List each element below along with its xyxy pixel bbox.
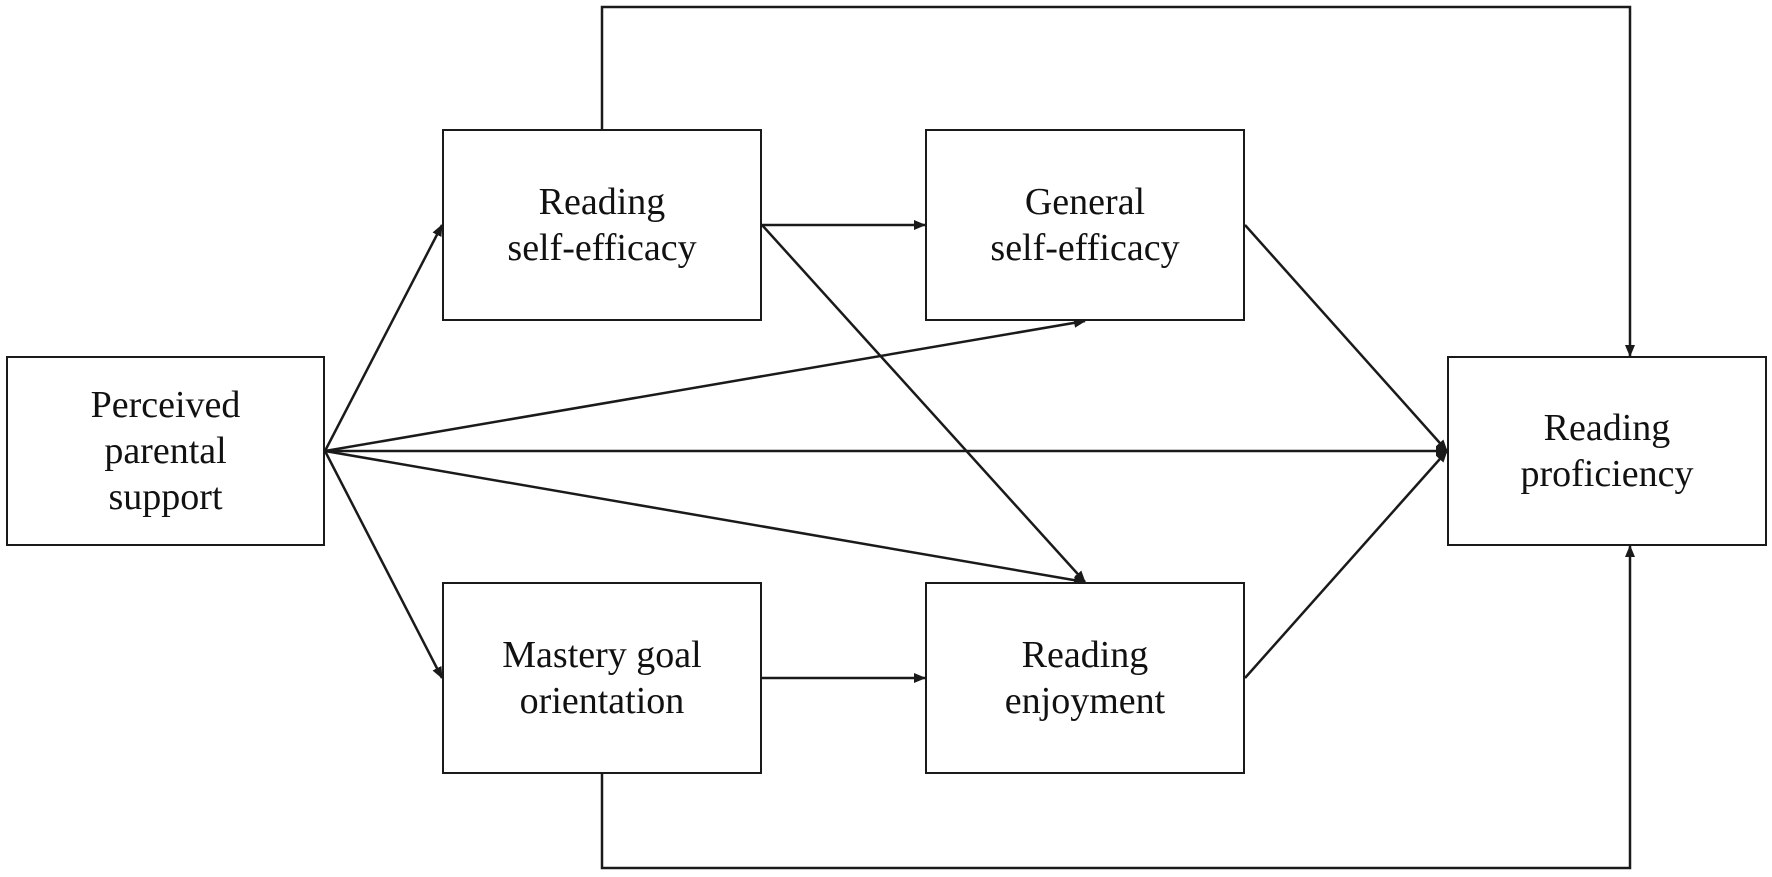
node-reading-enjoyment: Reading enjoyment <box>925 582 1245 774</box>
node-label-reading-self-efficacy: Reading self-efficacy <box>507 181 697 269</box>
node-reading-self-efficacy: Reading self-efficacy <box>442 129 762 321</box>
edge-perceived-parental-support-to-reading-self-efficacy <box>323 224 444 452</box>
node-mastery-goal-orientation: Mastery goal orientation <box>442 582 762 774</box>
node-label-reading-proficiency: Reading proficiency <box>1520 407 1694 495</box>
edge-mastery-goal-orientation-to-reading-proficiency <box>600 545 1635 870</box>
node-label-perceived-parental-support: Perceived parental support <box>90 384 241 518</box>
node-label-mastery-goal-orientation: Mastery goal orientation <box>502 634 702 722</box>
edge-perceived-parental-support-to-mastery-goal-orientation <box>323 450 444 679</box>
edge-perceived-parental-support-to-general-self-efficacy <box>324 317 1086 453</box>
node-reading-proficiency: Reading proficiency <box>1447 356 1767 546</box>
node-general-self-efficacy: General self-efficacy <box>925 129 1245 321</box>
node-label-general-self-efficacy: General self-efficacy <box>990 181 1180 269</box>
edge-perceived-parental-support-to-reading-enjoyment <box>324 449 1086 586</box>
edge-group <box>323 5 1635 870</box>
edge-general-self-efficacy-to-reading-proficiency <box>1244 224 1448 452</box>
edge-reading-self-efficacy-to-reading-enjoyment <box>761 224 1086 583</box>
node-label-reading-enjoyment: Reading enjoyment <box>1004 634 1166 722</box>
node-perceived-parental-support: Perceived parental support <box>6 356 325 546</box>
edge-reading-self-efficacy-to-reading-proficiency <box>600 5 1635 357</box>
edge-reading-enjoyment-to-reading-proficiency <box>1244 450 1448 679</box>
